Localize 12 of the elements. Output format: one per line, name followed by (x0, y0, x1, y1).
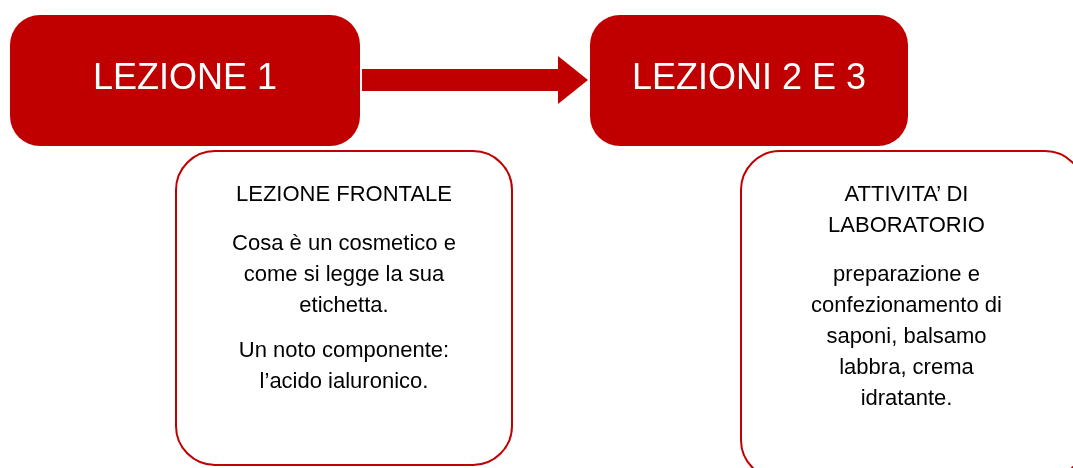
lesson-title: LEZIONE 1 (92, 55, 278, 98)
card-heading: ATTIVITA’ DI LABORATORIO (827, 180, 986, 239)
lesson-box (10, 15, 360, 146)
card-text: Un noto componente: l’acido ialuronico. (237, 336, 451, 395)
lesson-box (590, 15, 908, 146)
block-arrow (362, 56, 588, 104)
description-card (175, 150, 513, 466)
lesson-title: LEZIONI 2 E 3 (631, 55, 867, 98)
card-heading: LEZIONE FRONTALE (236, 180, 452, 208)
description-card (740, 150, 1073, 468)
card-text: Cosa è un cosmetico e come si legge la sua etichetta. (231, 229, 457, 319)
card-text: preparazione e confezionamento di saponi, balsamo labbra, crema idratante. (810, 260, 1003, 412)
